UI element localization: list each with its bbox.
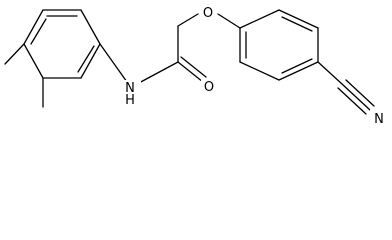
amide-n-label: N xyxy=(125,81,135,96)
double-bond-inner xyxy=(77,45,95,73)
label-bg xyxy=(370,109,388,127)
bond xyxy=(239,61,280,81)
bond xyxy=(23,43,44,79)
carbonyl-double-bond xyxy=(180,56,207,78)
structure-canvas: N H O O N xyxy=(4,4,388,127)
bond xyxy=(337,87,367,115)
bond xyxy=(23,9,44,45)
carbonyl-double-bond xyxy=(177,61,204,83)
ether-ring-bond xyxy=(217,13,241,29)
cyanophenyl-ring xyxy=(239,9,319,81)
label-bg xyxy=(201,78,217,94)
carbonyl-o-label: O xyxy=(204,80,214,95)
n-carbonyl-bond xyxy=(136,61,179,85)
bond xyxy=(278,9,319,29)
label-bg xyxy=(199,4,217,20)
molecule-structure: N H O O N xyxy=(4,4,388,127)
double-bond-inner xyxy=(281,58,313,74)
double-bond-inner xyxy=(281,16,313,32)
amide-h-label: H xyxy=(125,93,135,108)
methyl-bond-3 xyxy=(4,43,25,65)
nitrile-n-label: N xyxy=(374,112,384,127)
bond xyxy=(345,79,375,107)
ether-o-label: O xyxy=(203,6,213,21)
bond xyxy=(80,9,101,45)
nitrile-triple-bond xyxy=(337,79,375,115)
bond xyxy=(278,61,319,81)
ring-n-bond xyxy=(99,43,128,83)
bond xyxy=(239,9,280,29)
dimethylphenyl-ring xyxy=(23,9,101,79)
double-bond-inner xyxy=(30,18,47,45)
ch2-ether-bond xyxy=(177,13,199,27)
ring-nitrile-bond xyxy=(317,61,343,85)
bond xyxy=(80,43,101,79)
bond xyxy=(341,83,371,111)
label-bg xyxy=(119,80,141,104)
